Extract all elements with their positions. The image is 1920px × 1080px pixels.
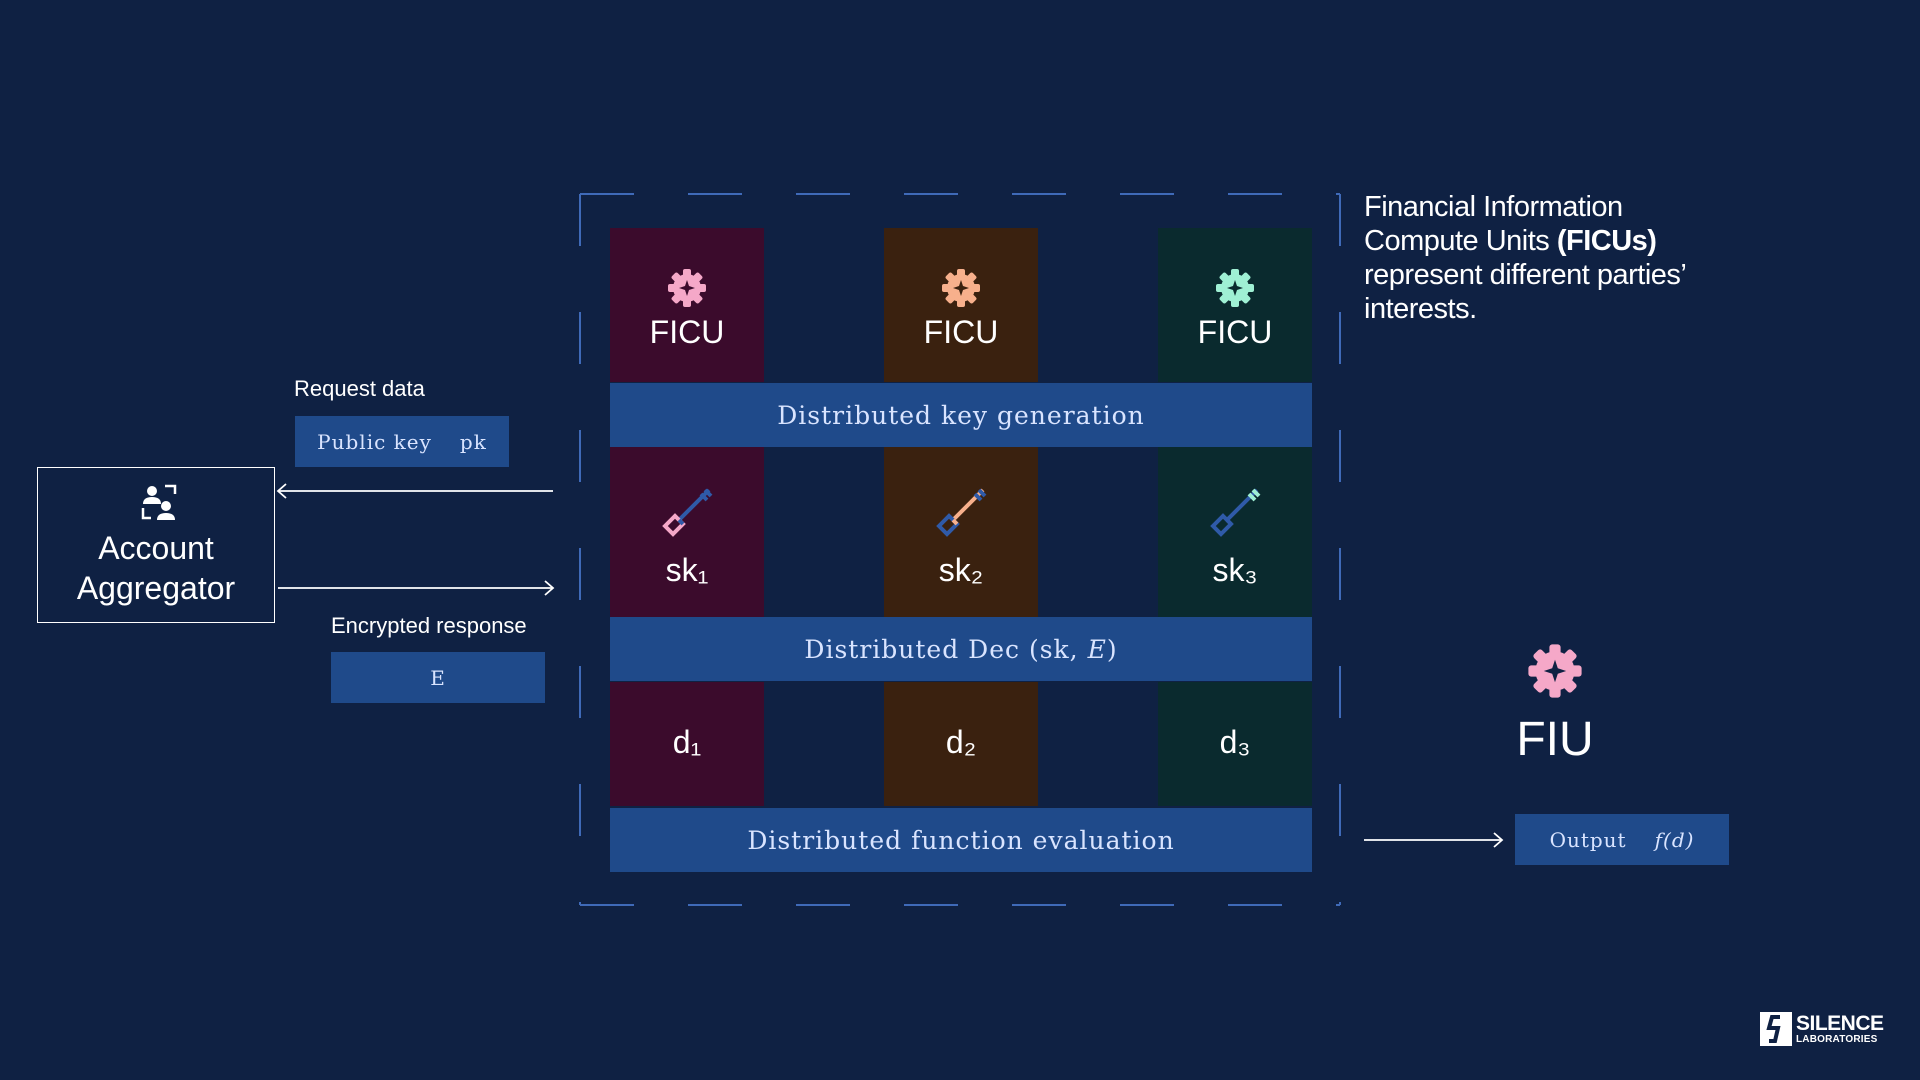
brand-name: SILENCE (1796, 1011, 1884, 1035)
public-key-chip: Public key pk (295, 416, 509, 467)
users-icon (141, 484, 177, 520)
fiu-gear-icon (1528, 644, 1582, 698)
ficu-column-1: FICU (610, 228, 764, 382)
ficu-label: FICU (649, 314, 725, 350)
secret-key-label: sk₃ (1212, 552, 1258, 588)
band-label-prefix: Distributed Dec (sk, (804, 634, 1088, 664)
chip-text: E (430, 665, 446, 690)
distributed-function-evaluation-band: Distributed function evaluation (610, 808, 1312, 872)
encrypted-response-chip: E (331, 652, 545, 703)
ficu-label: FICU (923, 314, 999, 350)
description-bold: (FICUs) (1556, 225, 1657, 257)
gear-icon (668, 269, 706, 307)
ficu-column-2: FICU (884, 228, 1038, 382)
band-label-suffix: ) (1106, 634, 1118, 664)
brand-subtitle: LABORATORIES (1796, 1033, 1878, 1045)
ficu-description: Financial Information Compute Units (FIC… (1364, 190, 1784, 326)
band-label: Distributed key generation (777, 400, 1145, 430)
description-line: Financial Information (1364, 191, 1623, 223)
distributed-key-generation-band: Distributed key generation (610, 383, 1312, 447)
gear-icon (942, 269, 980, 307)
share-cell-3: d₃ (1158, 682, 1312, 806)
fiu-label: FIU (1516, 713, 1594, 766)
title-line: Account (98, 530, 214, 566)
chip-formula: f(d) (1654, 827, 1695, 852)
secret-key-label: sk₁ (665, 552, 709, 588)
ficu-label: FICU (1197, 314, 1273, 350)
gear-icon (1216, 269, 1254, 307)
arrow-head-icon (276, 483, 287, 499)
description-text: Compute Units (1364, 225, 1557, 257)
description-line: Compute Units (FICUs) (1364, 224, 1784, 258)
key-icon (1210, 488, 1261, 537)
band-label-variable: E (1087, 634, 1107, 664)
share-cell-1: d₁ (610, 682, 764, 806)
band-label: Distributed function evaluation (747, 825, 1175, 855)
ficu-column-3: FICU (1158, 228, 1312, 382)
description-line: interests. (1364, 293, 1477, 325)
encrypted-response-label: Encrypted response (331, 613, 527, 638)
share-label: d₂ (945, 724, 977, 760)
output-chip: Output f(d) (1515, 814, 1729, 865)
share-label: d₁ (672, 724, 702, 760)
distributed-decryption-band: Distributed Dec (sk, E) (610, 617, 1312, 681)
secret-key-cell-2: sk₂ (884, 446, 1038, 617)
key-icon (936, 488, 987, 537)
chip-text: Output (1549, 827, 1627, 852)
account-aggregator-title: Account Aggregator (38, 528, 274, 608)
silence-logo-icon (1760, 1012, 1792, 1046)
share-cell-2: d₂ (884, 682, 1038, 806)
account-aggregator-box: Account Aggregator (37, 467, 275, 623)
description-line: represent different parties’ (1364, 259, 1687, 291)
key-icon (662, 488, 713, 537)
share-label: d₃ (1219, 724, 1251, 760)
title-line: Aggregator (76, 570, 236, 606)
arrow-head-icon (544, 580, 555, 596)
brand-logo: SILENCE LABORATORIES (1760, 1012, 1884, 1046)
secret-key-cell-3: sk₃ (1158, 446, 1312, 617)
chip-variable: pk (459, 429, 487, 454)
secret-key-label: sk₂ (938, 552, 984, 588)
arrow-head-icon (1493, 832, 1504, 848)
request-data-label: Request data (294, 376, 425, 401)
chip-text: Public key (317, 429, 432, 454)
secret-key-cell-1: sk₁ (610, 446, 764, 617)
